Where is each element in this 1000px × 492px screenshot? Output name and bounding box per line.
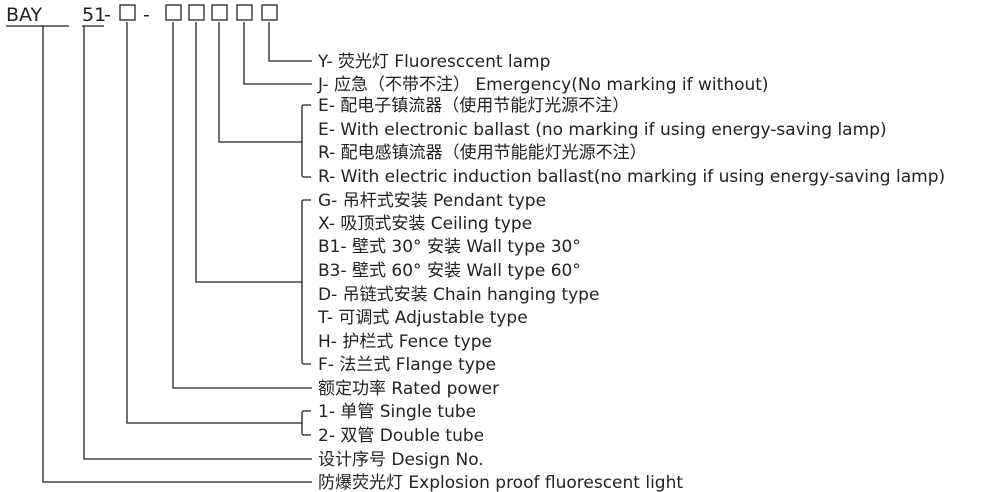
label-mount-chain: D- 吊链式安装 Chain hanging type <box>318 285 599 305</box>
label-product: 防爆荧光灯 Explosion proof fluorescent light <box>318 473 683 492</box>
label-ballast-electronic-cn: E- 配电子镇流器（使用节能灯光源不注） <box>318 95 629 116</box>
label-rated-power: 额定功率 Rated power <box>318 379 499 399</box>
label-double-tube: 2- 双管 Double tube <box>318 426 484 446</box>
code-dash-2: - <box>143 4 150 26</box>
label-fluorescent-lamp: Y- 荧光灯 Fluoresccent lamp <box>317 52 550 72</box>
label-design-no: 设计序号 Design No. <box>318 450 484 470</box>
label-mount-pendant: G- 吊杆式安装 Pendant type <box>318 191 546 211</box>
label-mount-ceiling: X- 吸顶式安装 Ceiling type <box>318 214 532 234</box>
label-mount-adjustable: T- 可调式 Adjustable type <box>317 308 528 328</box>
code-box-tube <box>119 4 136 21</box>
label-emergency: J- 应急（不带不注） Emergency(No marking if with… <box>317 75 769 95</box>
code-prefix: BAY <box>6 4 43 26</box>
leader-lines <box>42 22 312 483</box>
code-box-mount <box>188 4 205 21</box>
code-box-emergency <box>236 4 253 21</box>
label-ballast-induction-en: R- With electric induction ballast(no ma… <box>318 167 945 187</box>
label-mount-wall-30: B1- 壁式 30° 安装 Wall type 30° <box>318 237 581 257</box>
code-model-number: 51 <box>82 4 106 26</box>
label-mount-fence: H- 护栏式 Fence type <box>318 332 492 352</box>
label-ballast-electronic-en: E- With electronic ballast (no marking i… <box>318 120 887 140</box>
code-box-ballast <box>211 4 228 21</box>
code-box-lamp <box>261 4 278 21</box>
label-ballast-induction-cn: R- 配电感镇流器（使用节能能灯光源不注） <box>318 142 647 163</box>
label-mount-flange: F- 法兰式 Flange type <box>318 355 496 375</box>
label-mount-wall-60: B3- 壁式 60° 安装 Wall type 60° <box>318 261 581 281</box>
label-single-tube: 1- 单管 Single tube <box>318 402 476 422</box>
code-dash-1: - <box>104 4 111 26</box>
code-box-power <box>165 4 182 21</box>
